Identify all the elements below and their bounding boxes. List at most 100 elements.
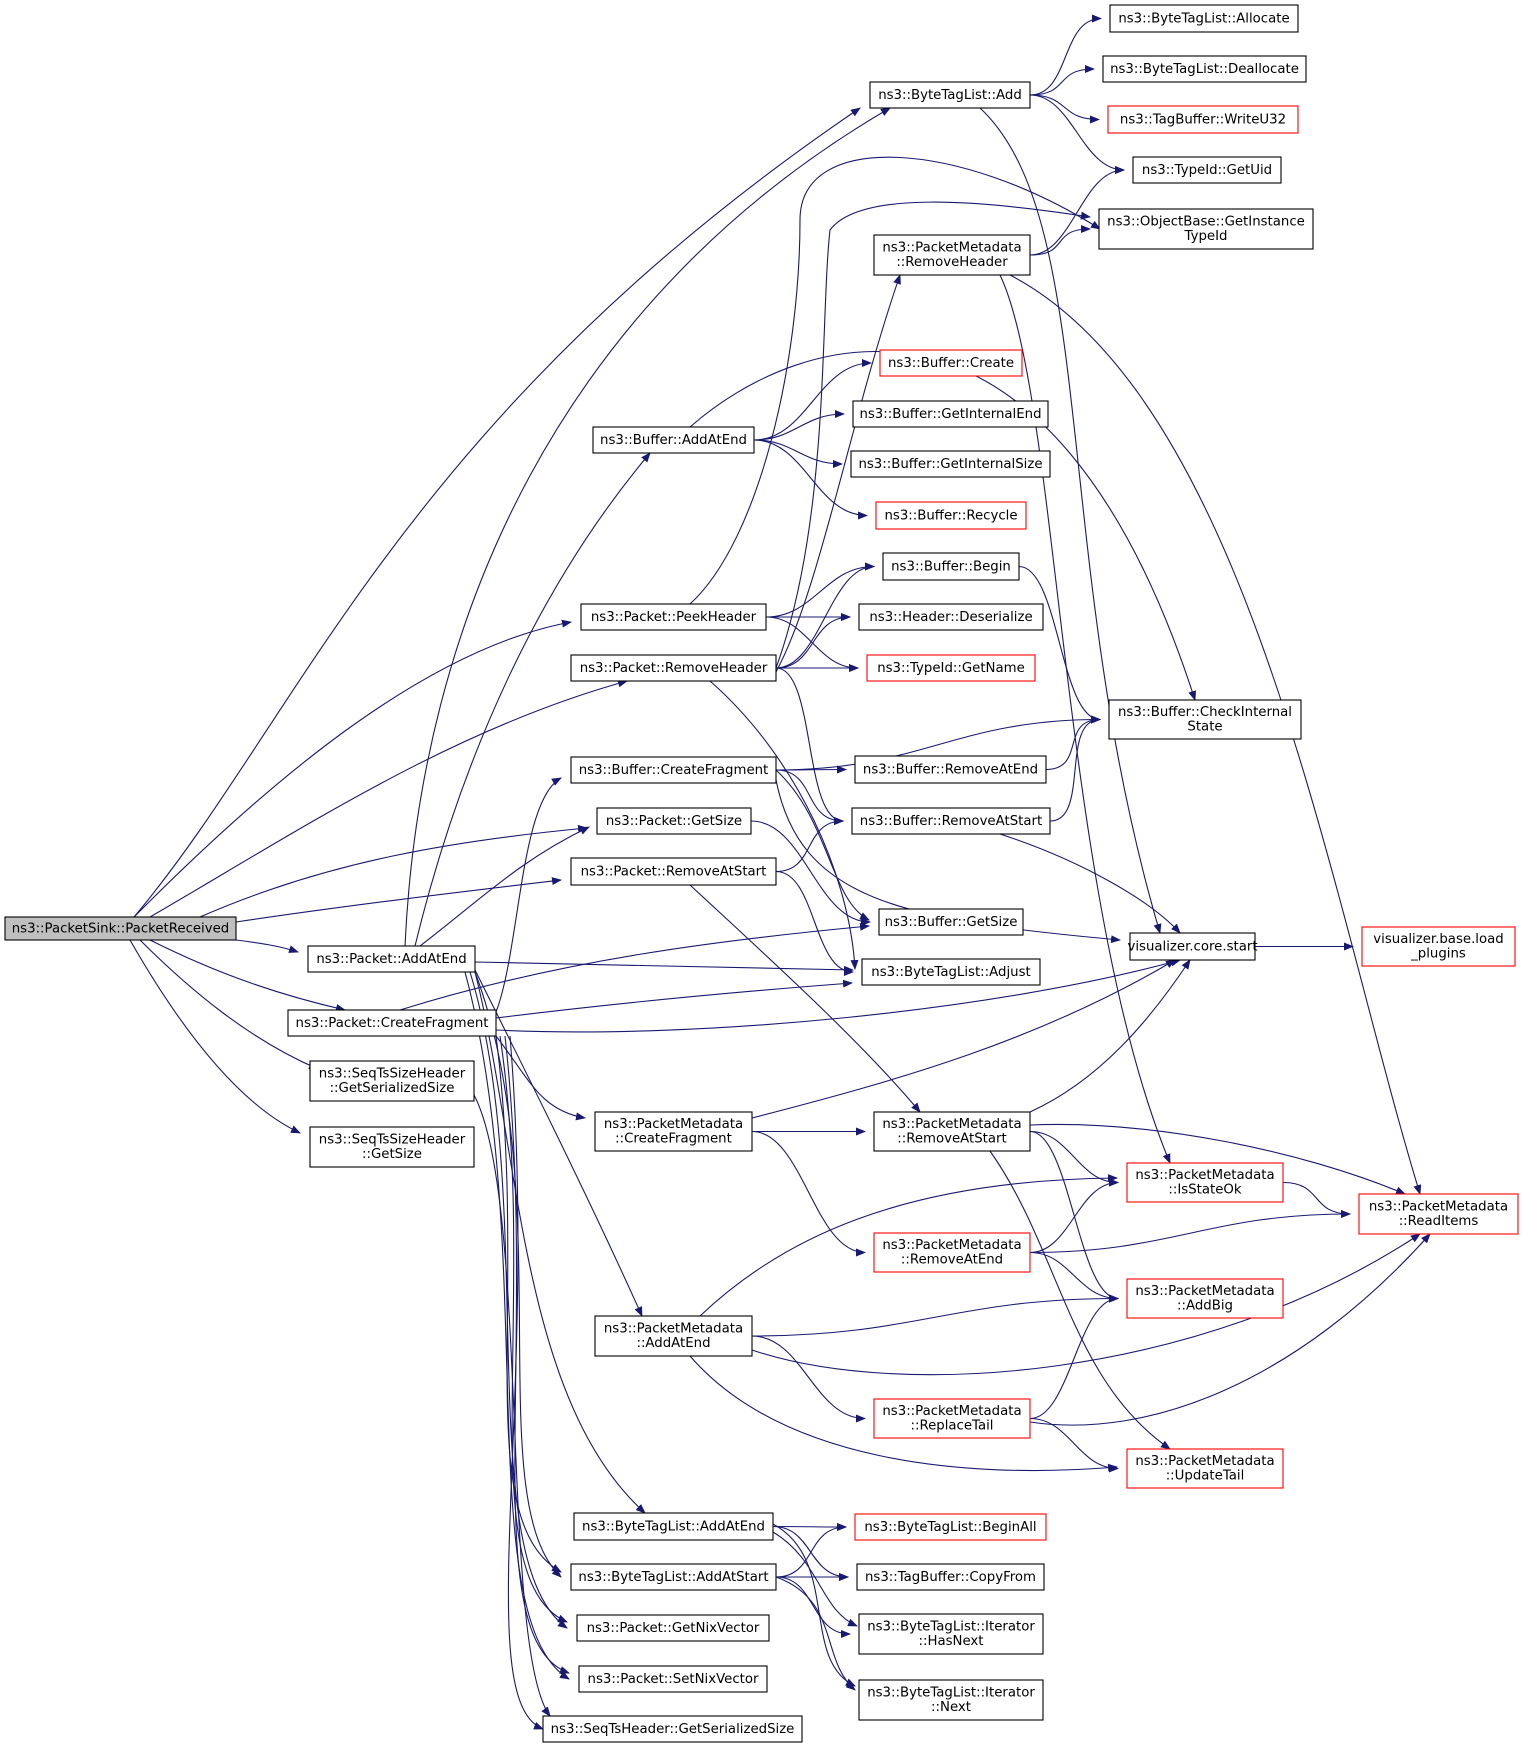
node-sink-received[interactable]: ns3::PacketSink::PacketReceived xyxy=(4,916,237,941)
node-bytetag-addatstart[interactable]: ns3::ByteTagList::AddAtStart xyxy=(570,1563,777,1591)
node-buffer-recycle[interactable]: ns3::Buffer::Recycle xyxy=(875,501,1027,530)
call-edge-bytetag_add-to-bytetag_deallocate xyxy=(1029,65,1095,96)
node-seqtsheader-getserializedsize[interactable]: ns3::SeqTsHeader::GetSerializedSize xyxy=(542,1715,803,1743)
node-pm-addatend[interactable]: ns3::PacketMetadata::AddAtEnd xyxy=(594,1315,753,1357)
node-visualizer-load[interactable]: visualizer.base.load_plugins xyxy=(1361,926,1516,967)
call-edge-packet_removeheader-to-buffer_removeatstart xyxy=(775,667,844,825)
node-label: ns3::Buffer::Create xyxy=(888,356,1014,371)
node-label: ns3::PacketMetadata xyxy=(882,1238,1021,1253)
node-buffer-createfragment[interactable]: ns3::Buffer::CreateFragment xyxy=(570,756,777,784)
node-buffer-getinternalend[interactable]: ns3::Buffer::GetInternalEnd xyxy=(852,400,1049,428)
node-buffer-getsize[interactable]: ns3::Buffer::GetSize xyxy=(878,908,1024,936)
node-header-deserialize[interactable]: ns3::Header::Deserialize xyxy=(858,603,1044,631)
call-edge-pm_removeatstart-to-visualizer_start xyxy=(1029,959,1191,1113)
call-edge-packet_removeatstart-to-pm_removeatstart xyxy=(689,884,921,1113)
node-box xyxy=(878,908,1024,936)
node-box xyxy=(309,1060,475,1102)
node-pm-replacetail[interactable]: ns3::PacketMetadata::ReplaceTail xyxy=(873,1398,1031,1439)
node-label: ns3::Packet::GetSize xyxy=(606,814,742,829)
node-label: ns3::PacketMetadata xyxy=(1369,1200,1508,1215)
node-box xyxy=(856,1563,1045,1591)
call-edge-pm_addatend-to-pm_addbig xyxy=(751,1294,1119,1337)
node-iterator-hasnext[interactable]: ns3::ByteTagList::Iterator::HasNext xyxy=(858,1613,1044,1655)
node-box xyxy=(592,426,755,454)
node-label: ns3::Packet::AddAtEnd xyxy=(316,952,466,967)
call-edge-packet_addatend-to-buffer_addatend xyxy=(414,452,651,947)
call-edge-buffer_createfragment-to-visualizer_start xyxy=(775,779,1121,944)
node-buffer-removeatend[interactable]: ns3::Buffer::RemoveAtEnd xyxy=(854,755,1047,784)
node-tagbuffer-writeu32[interactable]: ns3::TagBuffer::WriteU32 xyxy=(1107,105,1299,134)
node-box xyxy=(873,1232,1031,1273)
node-box xyxy=(850,450,1051,478)
call-edge-packet_removeatstart-to-bytetag_adjust xyxy=(775,870,854,976)
node-packet-addatend[interactable]: ns3::Packet::AddAtEnd xyxy=(307,945,476,973)
node-label: ns3::PacketMetadata xyxy=(882,1117,1021,1132)
node-packet-removeatstart[interactable]: ns3::Packet::RemoveAtStart xyxy=(570,857,777,886)
node-tagbuffer-copyfrom[interactable]: ns3::TagBuffer::CopyFrom xyxy=(856,1563,1045,1591)
node-buffer-removeatstart[interactable]: ns3::Buffer::RemoveAtStart xyxy=(851,807,1051,835)
node-label: ::GetSize xyxy=(362,1147,422,1162)
node-pm-addbig[interactable]: ns3::PacketMetadata::AddBig xyxy=(1126,1278,1284,1319)
node-box xyxy=(858,1679,1044,1721)
node-label: ns3::ByteTagList::BeginAll xyxy=(864,1520,1036,1535)
node-label: ::AddAtEnd xyxy=(636,1336,710,1351)
node-bytetag-adjust[interactable]: ns3::ByteTagList::Adjust xyxy=(861,958,1041,986)
node-typeid-getname[interactable]: ns3::TypeId::GetName xyxy=(866,654,1036,682)
node-label: ::UpdateTail xyxy=(1166,1469,1245,1484)
node-box xyxy=(861,958,1041,986)
node-bytetag-addatend[interactable]: ns3::ByteTagList::AddAtEnd xyxy=(573,1512,774,1541)
call-edge-pm_removeheader-to-pm_readitems xyxy=(1009,274,1422,1195)
node-box xyxy=(1107,105,1299,134)
node-label: ns3::ByteTagList::Allocate xyxy=(1118,11,1289,26)
node-packet-getsize[interactable]: ns3::Packet::GetSize xyxy=(596,807,752,835)
node-label: ns3::PacketMetadata xyxy=(882,1404,1021,1419)
node-label: ns3::SeqTsSizeHeader xyxy=(319,1133,466,1148)
call-edge-pm_removeatend-to-pm_readitems xyxy=(1029,1210,1351,1254)
node-packet-removeheader[interactable]: ns3::Packet::RemoveHeader xyxy=(570,654,777,682)
node-packet-createfragment[interactable]: ns3::Packet::CreateFragment xyxy=(287,1009,497,1037)
node-label: ::RemoveAtEnd xyxy=(901,1253,1003,1268)
node-box xyxy=(1129,932,1256,961)
node-pm-removeheader[interactable]: ns3::PacketMetadata::RemoveHeader xyxy=(873,234,1031,276)
node-buffer-getinternalsize[interactable]: ns3::Buffer::GetInternalSize xyxy=(850,450,1051,478)
node-packet-peekheader[interactable]: ns3::Packet::PeekHeader xyxy=(580,603,767,631)
node-box xyxy=(858,1613,1044,1655)
node-pm-createfragment[interactable]: ns3::PacketMetadata::CreateFragment xyxy=(594,1111,753,1152)
node-box xyxy=(570,857,777,886)
node-bytetag-add[interactable]: ns3::ByteTagList::Add xyxy=(869,81,1031,109)
node-buffer-create[interactable]: ns3::Buffer::Create xyxy=(879,349,1023,377)
node-visualizer-start[interactable]: visualizer.core.start xyxy=(1127,932,1258,961)
node-seqts-getserializedsize[interactable]: ns3::SeqTsSizeHeader::GetSerializedSize xyxy=(309,1060,475,1102)
node-pm-readitems[interactable]: ns3::PacketMetadata::ReadItems xyxy=(1358,1193,1519,1235)
node-packet-getnixvector[interactable]: ns3::Packet::GetNixVector xyxy=(576,1614,770,1642)
node-bytetag-beginall[interactable]: ns3::ByteTagList::BeginAll xyxy=(854,1513,1047,1541)
call-edge-sink_received-to-seqts_getserializedsize xyxy=(139,939,319,1070)
node-bytetag-allocate[interactable]: ns3::ByteTagList::Allocate xyxy=(1109,4,1299,33)
node-iterator-next[interactable]: ns3::ByteTagList::Iterator::Next xyxy=(858,1679,1044,1721)
node-bytetag-deallocate[interactable]: ns3::ByteTagList::Deallocate xyxy=(1102,55,1307,83)
node-buffer-addatend[interactable]: ns3::Buffer::AddAtEnd xyxy=(592,426,755,454)
node-seqts-getsize[interactable]: ns3::SeqTsSizeHeader::GetSize xyxy=(309,1126,475,1168)
node-pm-removeatend[interactable]: ns3::PacketMetadata::RemoveAtEnd xyxy=(873,1232,1031,1273)
call-edge-bytetag_addatend-to-iterator_hasnext xyxy=(772,1531,858,1627)
call-edge-bytetag_add-to-bytetag_allocate xyxy=(1029,14,1102,96)
node-buffer-begin[interactable]: ns3::Buffer::Begin xyxy=(882,552,1020,581)
call-edge-packet_createfragment-to-buffer_createfragment xyxy=(495,777,562,1013)
node-packet-setnixvector[interactable]: ns3::Packet::SetNixVector xyxy=(578,1665,768,1693)
node-pm-updatetail[interactable]: ns3::PacketMetadata::UpdateTail xyxy=(1126,1448,1284,1489)
node-label: ns3::ObjectBase::GetInstance xyxy=(1107,215,1305,230)
node-label: ::ReplaceTail xyxy=(910,1419,993,1434)
node-box xyxy=(1102,55,1307,83)
call-edge-sink_received-to-packet_createfragment xyxy=(149,939,346,1012)
node-label: ns3::Buffer::AddAtEnd xyxy=(600,433,747,448)
node-typeid-getuid[interactable]: ns3::TypeId::GetUid xyxy=(1132,156,1282,184)
node-pm-isstateok[interactable]: ns3::PacketMetadata::IsStateOk xyxy=(1126,1162,1284,1203)
node-box xyxy=(1108,699,1302,740)
node-label: ns3::Buffer::Recycle xyxy=(884,508,1017,523)
call-edge-packet_removeheader-to-objectbase_getinstance xyxy=(775,201,1091,669)
node-pm-removeatstart[interactable]: ns3::PacketMetadata::RemoveAtStart xyxy=(873,1111,1031,1152)
call-edge-pm_removeatstart-to-pm_updatetail xyxy=(989,1150,1171,1450)
